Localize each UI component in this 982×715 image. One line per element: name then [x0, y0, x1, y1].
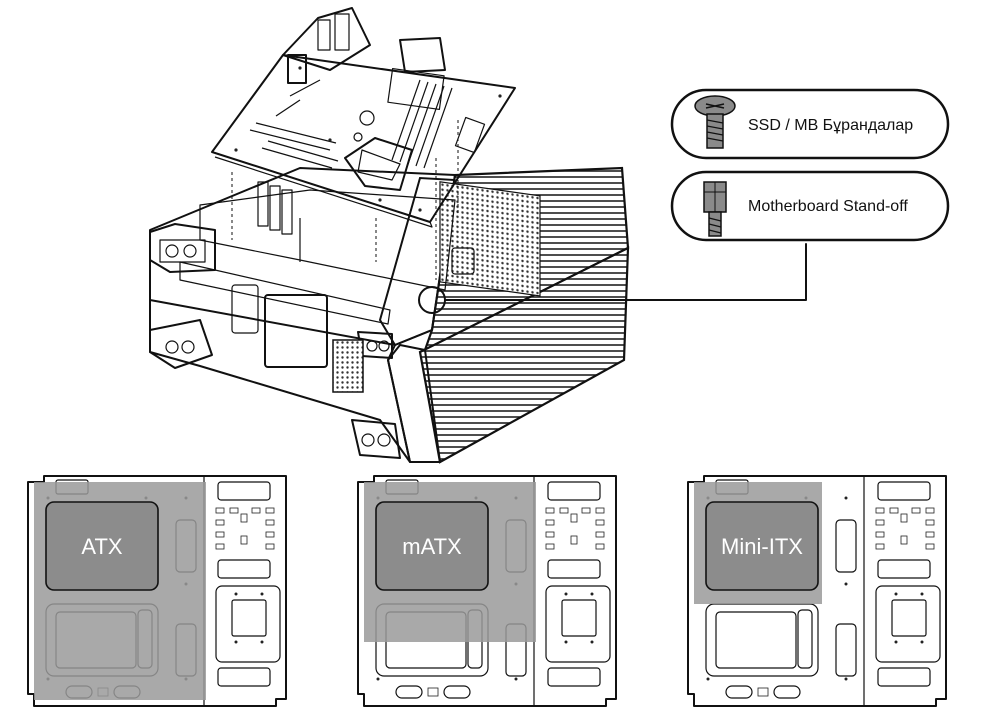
motherboard-illustration — [211, 7, 516, 228]
form-factor-atx: ATX — [27, 475, 287, 707]
screw-icon — [694, 95, 736, 149]
standoff-label: Motherboard Stand-off — [748, 198, 908, 215]
standoff-icon — [703, 181, 727, 237]
matx-label: mATX — [402, 534, 462, 559]
legend-standoff: Motherboard Stand-off — [670, 170, 950, 242]
callout-leader — [418, 243, 807, 314]
mini-itx-label: Mini-ITX — [721, 534, 803, 559]
case-illustration — [149, 120, 630, 464]
screw-label: SSD / MB Бұрандалар — [748, 117, 913, 134]
atx-label: ATX — [81, 534, 122, 559]
form-factor-mini-itx: Mini-ITX — [687, 475, 947, 707]
legend-screw: SSD / MB Бұрандалар — [670, 88, 950, 160]
form-factor-matx: mATX — [357, 475, 617, 707]
